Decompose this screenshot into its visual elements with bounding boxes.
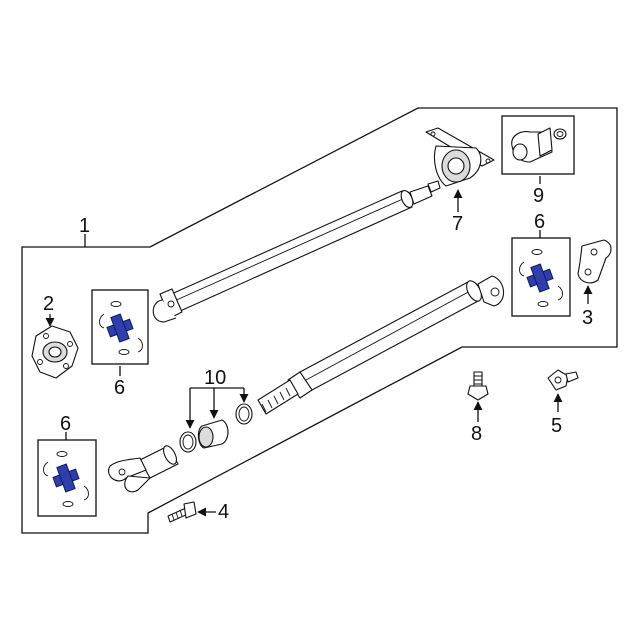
callout-2: 2 (43, 293, 54, 315)
callout-4: 4 (218, 501, 229, 523)
lower-drive-shaft (257, 275, 505, 415)
assembly-outline (21, 107, 618, 534)
bolt-5 (547, 369, 579, 391)
ujoint-kit-lower-left (37, 439, 97, 517)
flange-yoke (577, 239, 612, 284)
callout-6-right: 6 (534, 211, 545, 233)
center-support-bearing (425, 127, 495, 187)
callout-7: 7 (452, 213, 463, 235)
bolt-8 (467, 371, 489, 401)
ujoint-kit-right (511, 237, 571, 317)
upper-drive-shaft (152, 180, 441, 323)
callout-10: 10 (204, 367, 226, 389)
leader-lines (45, 176, 593, 517)
flange-yoke-box (501, 115, 575, 175)
callout-6-lower-left: 6 (60, 413, 71, 435)
callout-6-upper-left: 6 (114, 377, 125, 399)
ujoint-kit-upper-left (91, 289, 149, 365)
callout-8: 8 (471, 423, 482, 445)
bolt-4 (167, 501, 197, 523)
callout-3: 3 (582, 307, 593, 329)
companion-flange (31, 325, 79, 379)
bushing-and-rings (179, 403, 253, 453)
callout-5: 5 (551, 415, 562, 437)
slip-yoke (108, 445, 179, 493)
callout-1: 1 (79, 215, 90, 237)
callout-9: 9 (533, 185, 544, 207)
